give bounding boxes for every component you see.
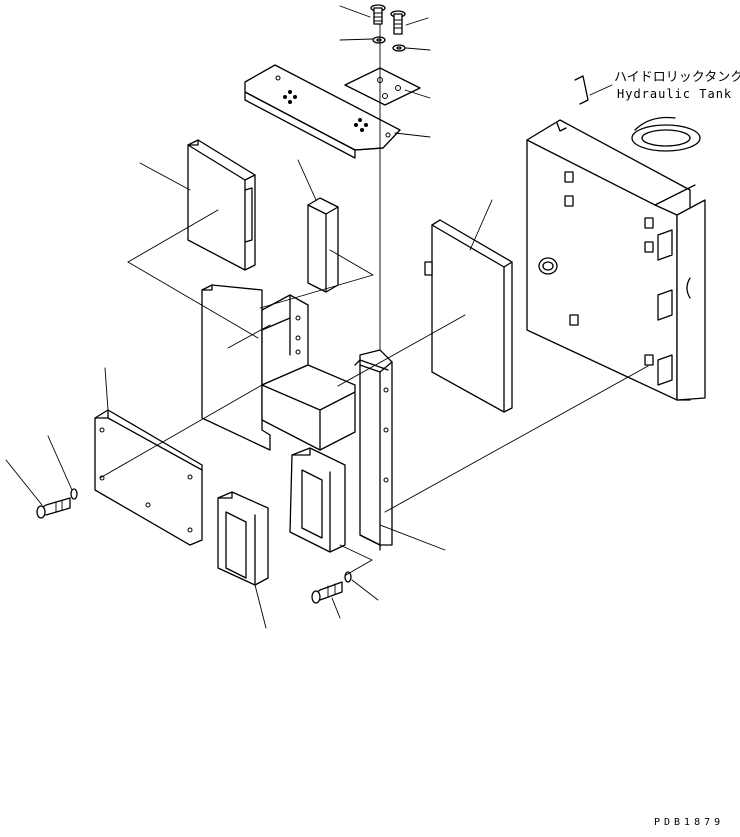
left-pad xyxy=(187,139,256,271)
bolt-bottom xyxy=(311,571,352,604)
large-pad xyxy=(424,219,513,413)
boot-cover-right xyxy=(289,447,346,553)
main-bracket xyxy=(201,284,356,451)
hydraulic-tank-label-jp: ハイドロリックタンク xyxy=(614,70,740,85)
drawing-code: PDB1879 xyxy=(654,817,725,828)
hydraulic-tank xyxy=(526,75,706,401)
narrow-pad xyxy=(307,197,339,293)
side-cover-plate xyxy=(94,409,203,546)
bolt-left xyxy=(36,488,78,519)
hydraulic-tank-label-en: Hydraulic Tank xyxy=(617,87,733,101)
top-mounting-bracket xyxy=(244,64,401,159)
vertical-column xyxy=(354,349,393,551)
boot-cover-left xyxy=(217,491,269,586)
small-plate xyxy=(344,67,421,106)
leader-lines xyxy=(5,5,649,629)
top-bolts xyxy=(370,4,406,52)
